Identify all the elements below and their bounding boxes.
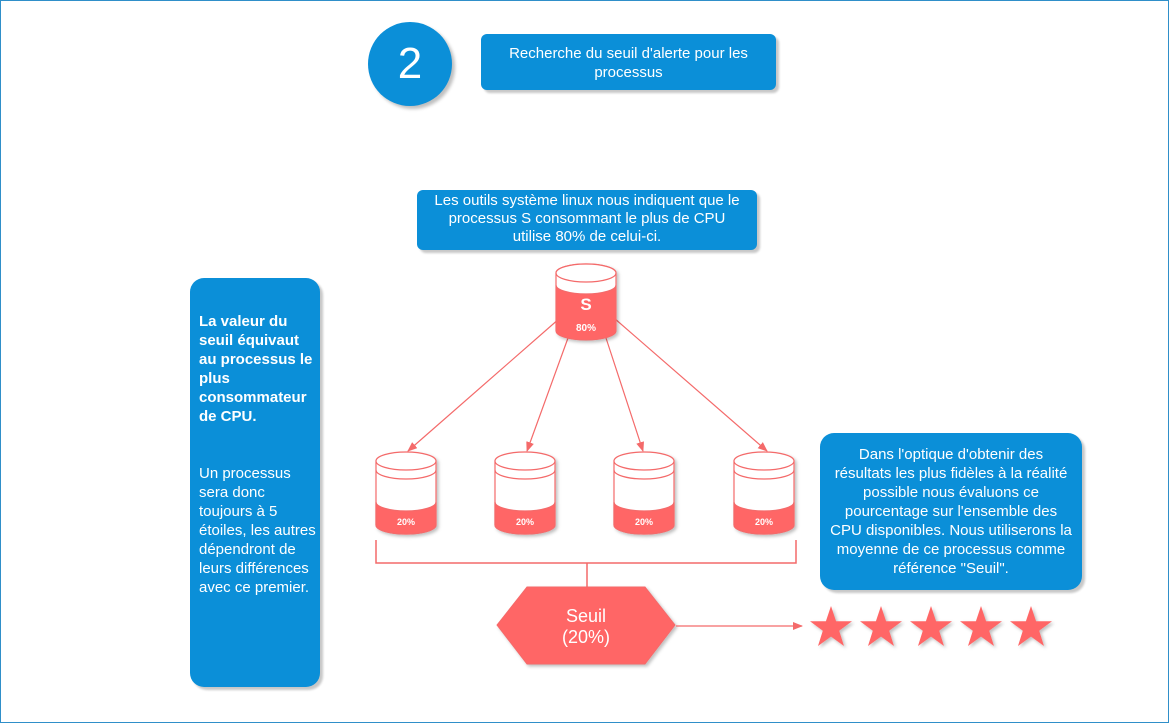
threshold-name: Seuil	[565, 606, 607, 626]
cpu-4-value: 20%	[755, 517, 773, 527]
main-process-cylinder: S 80%	[555, 263, 617, 341]
title-text: Recherche du seuil d'alerte pour les pro…	[509, 45, 748, 81]
step-number: 2	[397, 39, 423, 88]
threshold-label: Seuil (20%)	[497, 606, 675, 648]
star-icon	[910, 606, 952, 646]
arrow-to-cpu-1	[407, 317, 561, 452]
cpu-cylinder-3: 20%	[613, 451, 675, 535]
five-star-rating	[810, 606, 1052, 646]
left-explanation-panel: La valeur du seuil équivaut au processus…	[190, 278, 320, 687]
threshold-hexagon	[496, 586, 676, 665]
cpu-cylinder-2: 20%	[494, 451, 556, 535]
cpu-group-bracket	[375, 540, 797, 588]
cpu-2-value: 20%	[516, 517, 534, 527]
cpu-cylinder-1: 20%	[375, 451, 437, 535]
distribution-arrows	[407, 317, 768, 452]
main-process-cpu: 80%	[576, 323, 596, 334]
cpu-3-value: 20%	[635, 517, 653, 527]
step-number-badge: 2	[368, 22, 452, 106]
right-panel-text: Dans l'optique d'obtenir des résultats l…	[830, 446, 1072, 577]
star-icon	[1010, 606, 1052, 646]
arrow-to-cpu-2	[526, 337, 569, 452]
cpu-1-value: 20%	[397, 517, 415, 527]
left-panel-body: Un processus sera donc toujours à 5 étoi…	[199, 465, 316, 596]
star-icon	[860, 606, 902, 646]
arrow-to-cpu-4	[613, 317, 768, 452]
cpu-cylinder-4: 20%	[733, 451, 795, 535]
main-process-name: S	[580, 295, 591, 314]
info-box: Les outils système linux nous indiquent …	[417, 190, 757, 250]
info-text: Les outils système linux nous indiquent …	[434, 192, 740, 245]
left-panel-heading: La valeur du seuil équivaut au processus…	[199, 313, 313, 425]
right-explanation-panel: Dans l'optique d'obtenir des résultats l…	[820, 433, 1082, 590]
threshold-value: (20%)	[561, 627, 610, 647]
title-box: Recherche du seuil d'alerte pour les pro…	[481, 34, 776, 90]
star-icon	[960, 606, 1002, 646]
star-icon	[810, 606, 852, 646]
arrow-to-cpu-3	[605, 337, 645, 452]
